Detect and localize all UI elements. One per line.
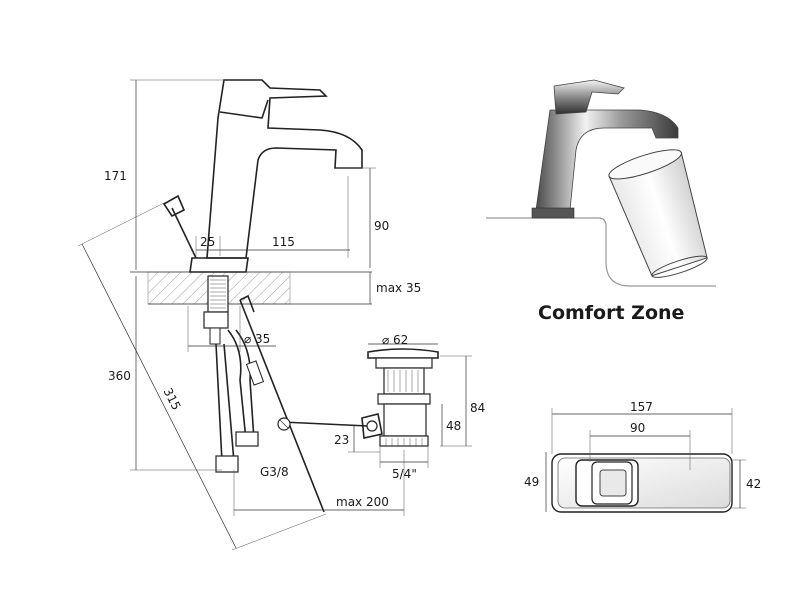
dim-315: 315 <box>161 386 184 413</box>
dim-360: 360 <box>108 369 131 383</box>
dim-dia35: ⌀ 35 <box>244 332 270 346</box>
waste-body <box>383 403 427 437</box>
dim-42: 42 <box>746 477 761 491</box>
comfort-zone-illustration: Comfort Zone <box>486 79 716 324</box>
dim-g38: G3/8 <box>260 465 289 479</box>
faucet-top-view: 157 90 49 42 <box>524 400 761 513</box>
faucet-body <box>206 79 363 259</box>
cup-icon <box>608 149 708 278</box>
dim-84: 84 <box>470 401 485 415</box>
dim-max35: max 35 <box>376 281 421 295</box>
dim-157: 157 <box>630 400 653 414</box>
basin-outline <box>486 217 716 287</box>
dim-90-top: 90 <box>630 421 645 435</box>
popup-rod-upper <box>171 207 197 259</box>
faucet-photo-body <box>535 109 679 211</box>
faucet-side-view <box>130 79 372 513</box>
dim-max200: max 200 <box>336 495 389 509</box>
popup-knob <box>162 194 186 218</box>
dim-inch54: 5/4" <box>392 467 417 481</box>
hose-fitting-right <box>235 431 259 447</box>
dim-dia62: ⌀ 62 <box>382 333 408 347</box>
horizontal-pull-rod <box>281 421 369 427</box>
lever-joint <box>219 99 269 119</box>
dim-49: 49 <box>524 475 539 489</box>
hose-fitting-left <box>215 455 239 473</box>
waste-cap <box>367 348 439 359</box>
faucet-photo-lever <box>553 79 625 115</box>
comfort-zone-title: Comfort Zone <box>538 302 684 324</box>
overflow-connector <box>361 413 383 439</box>
supply-hose-right <box>227 329 247 441</box>
supply-hose-left <box>215 343 223 463</box>
popup-linkage-rod <box>239 299 325 513</box>
faucet-base <box>189 257 249 273</box>
dim-115: 115 <box>272 235 295 249</box>
dim-90: 90 <box>374 219 389 233</box>
dim-23: 23 <box>334 433 349 447</box>
mounting-nut <box>203 311 229 329</box>
dim-25: 25 <box>200 235 215 249</box>
dimension-lines-main <box>77 79 472 551</box>
popup-waste <box>361 348 439 447</box>
dim-171: 171 <box>104 169 127 183</box>
dim-48: 48 <box>446 419 461 433</box>
